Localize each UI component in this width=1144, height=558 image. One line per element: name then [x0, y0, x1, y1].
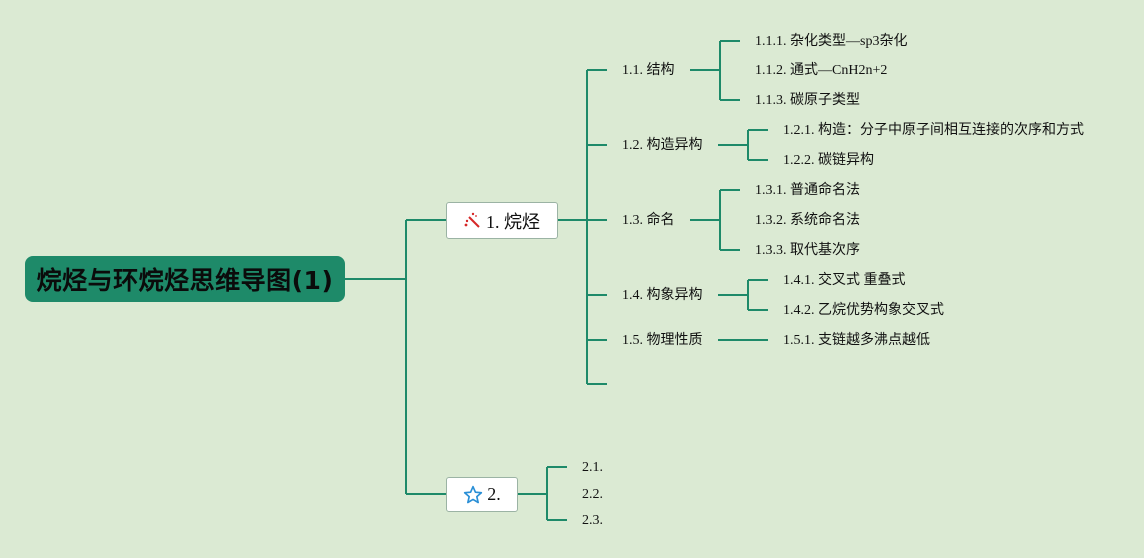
connector-1-2	[718, 129, 768, 161]
subtopic-2-1[interactable]: 2.1.	[582, 460, 603, 475]
leaf-1-1-3[interactable]: 1.1.3. 碳原子类型	[755, 93, 860, 108]
subtopic-1-5[interactable]: 1.5. 物理性质	[622, 333, 703, 348]
topic-label: 1. 烷烃	[486, 211, 540, 232]
subtopic-2-2[interactable]: 2.2.	[582, 487, 603, 502]
star-icon	[463, 485, 483, 505]
leaf-1-2-1[interactable]: 1.2.1. 构造：分子中原子间相互连接的次序和方式	[783, 123, 1084, 138]
root-node[interactable]: 烷烃与环烷烃思维导图(1)	[25, 256, 345, 302]
leaf-1-1-1[interactable]: 1.1.1. 杂化类型—sp3杂化	[755, 34, 908, 49]
leaf-1-4-1[interactable]: 1.4.1. 交叉式 重叠式	[783, 273, 906, 288]
connector-topic-2	[517, 466, 567, 521]
root-title: 烷烃与环烷烃思维导图(1)	[36, 266, 334, 295]
leaf-1-3-1[interactable]: 1.3.1. 普通命名法	[755, 183, 860, 198]
topic-node-1[interactable]: 1. 烷烃	[446, 202, 558, 239]
leaf-1-3-3[interactable]: 1.3.3. 取代基次序	[755, 243, 860, 258]
leaf-1-1-2[interactable]: 1.1.2. 通式—CnH2n+2	[755, 63, 888, 78]
subtopic-1-1[interactable]: 1.1. 结构	[622, 63, 675, 78]
subtopic-2-3[interactable]: 2.3.	[582, 513, 603, 528]
leaf-1-5-1[interactable]: 1.5.1. 支链越多沸点越低	[783, 333, 930, 348]
connector-1-1	[690, 40, 740, 101]
connector-1-4	[718, 279, 768, 311]
subtopic-1-4[interactable]: 1.4. 构象异构	[622, 288, 703, 303]
leaf-1-4-2[interactable]: 1.4.2. 乙烷优势构象交叉式	[783, 303, 944, 318]
leaf-1-3-2[interactable]: 1.3.2. 系统命名法	[755, 213, 860, 228]
connector-root	[345, 219, 446, 495]
connector-1-3	[690, 189, 740, 251]
magic-wand-icon	[464, 212, 482, 230]
topic-node-2[interactable]: 2.	[446, 477, 518, 512]
topic-label: 2.	[487, 484, 501, 504]
subtopic-1-2[interactable]: 1.2. 构造异构	[622, 138, 703, 153]
connector-topic-1	[557, 69, 607, 385]
leaf-1-2-2[interactable]: 1.2.2. 碳链异构	[783, 153, 874, 168]
subtopic-1-3[interactable]: 1.3. 命名	[622, 213, 675, 228]
